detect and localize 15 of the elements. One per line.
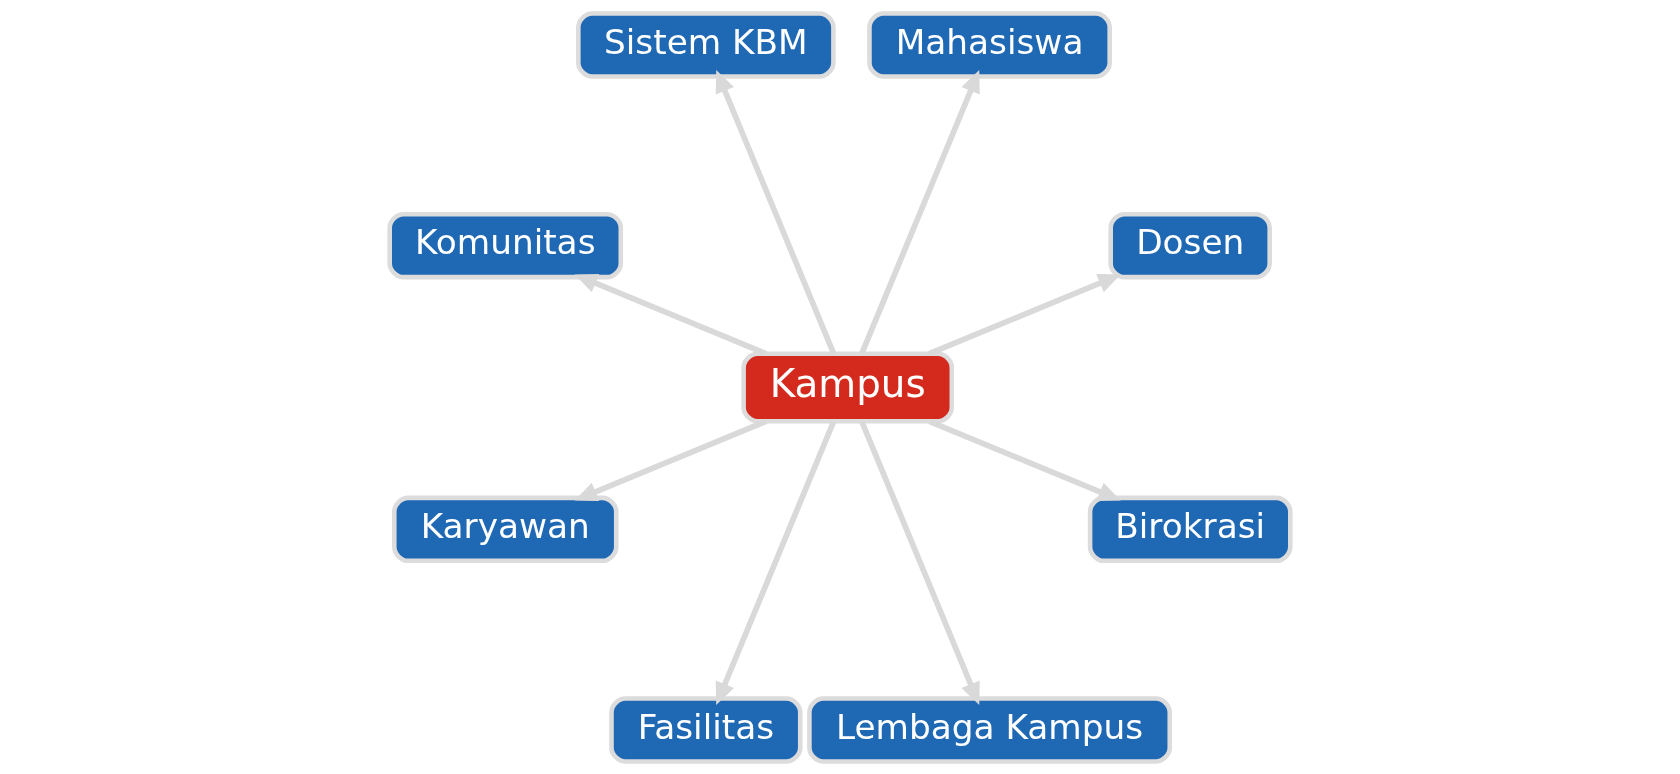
node-box: Kampus (741, 350, 955, 424)
node-box: Karyawan (392, 495, 619, 563)
arrow (928, 418, 1121, 501)
arrow (928, 273, 1121, 356)
arrow (574, 418, 768, 501)
node-box: Birokrasi (1087, 495, 1293, 563)
arrow (574, 273, 768, 356)
node-box: Komunitas (387, 211, 624, 279)
node-box: Sistem KBM (576, 10, 836, 79)
arrow (715, 69, 837, 355)
node-box: Dosen (1108, 211, 1272, 279)
node-box: Mahasiswa (867, 10, 1112, 79)
arrow (859, 69, 980, 355)
node-box: Fasilitas (609, 695, 803, 764)
node-box: Lembaga Kampus (807, 695, 1173, 764)
